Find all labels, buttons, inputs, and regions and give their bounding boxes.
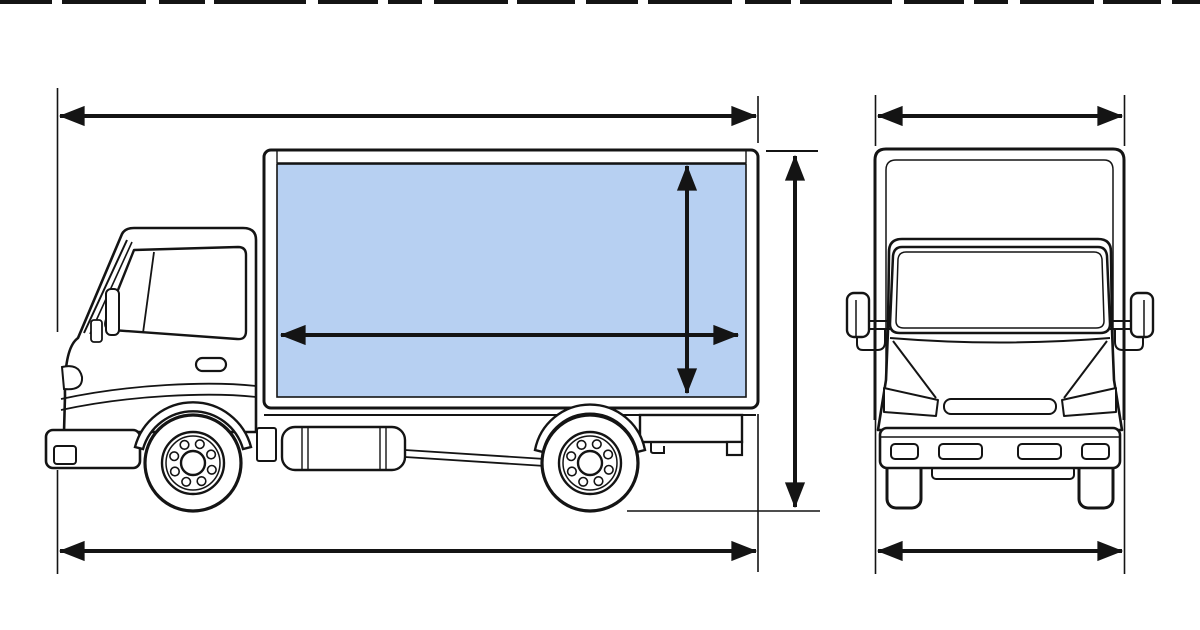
front-fender <box>133 401 253 451</box>
headlight-left <box>883 387 939 417</box>
windshield <box>888 245 1112 335</box>
headlight-right <box>1061 387 1117 417</box>
cargo-area-highlight <box>276 163 747 398</box>
mirror-bracket <box>90 319 103 343</box>
driveshaft <box>404 449 546 460</box>
grille-slot <box>943 398 1057 415</box>
cargo-box-side <box>262 148 760 410</box>
chassis <box>264 413 756 472</box>
bumper-slot <box>890 443 919 460</box>
extension-lines-side <box>56 88 759 574</box>
cab-side <box>44 226 277 470</box>
rear-bracket <box>725 440 744 457</box>
extension-lines-front <box>874 95 1126 574</box>
front-view <box>845 95 1155 574</box>
front-bumper <box>878 426 1122 480</box>
cowl-line <box>889 337 1111 344</box>
mirror-right <box>1110 291 1155 351</box>
side-view <box>44 88 820 574</box>
mirror-left <box>845 291 890 351</box>
body-crease <box>60 382 257 400</box>
rear-frame-rail <box>638 413 744 444</box>
overall-height-arrow <box>766 150 818 509</box>
frame-hook <box>650 442 665 454</box>
headlight-side <box>60 365 84 391</box>
rear-wheel <box>533 403 647 513</box>
windshield-line <box>83 239 128 334</box>
side-mirror <box>105 288 120 336</box>
cab-step-box <box>256 427 277 462</box>
fuel-tank <box>280 425 407 472</box>
door-handle <box>194 356 228 373</box>
vent-window-divider <box>142 251 155 334</box>
front-wheel <box>133 401 253 513</box>
front-wheels <box>885 458 1115 510</box>
bumper-slot <box>1017 443 1062 460</box>
cab-front <box>876 237 1124 432</box>
bumper-slot <box>1081 443 1110 460</box>
bumper-slot <box>938 443 983 460</box>
